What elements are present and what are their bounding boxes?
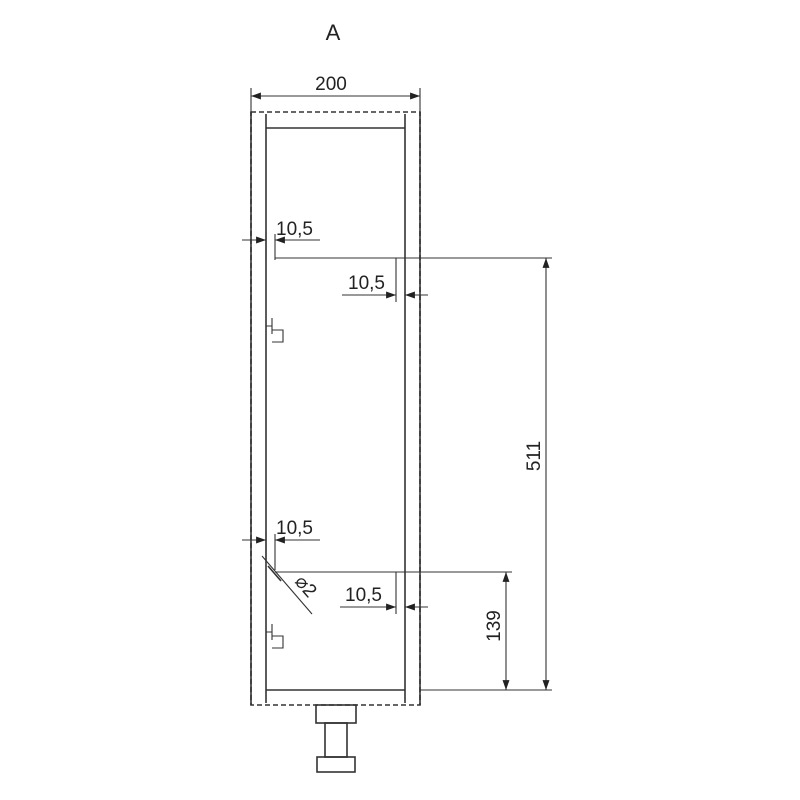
hinge-lower <box>266 624 284 649</box>
dim-text-diameter: ⌀2 <box>290 572 320 602</box>
dimension-upper-right-offset: 10,5 <box>342 258 428 302</box>
leg-base <box>316 756 356 773</box>
cabinet-body <box>250 111 421 706</box>
dimension-lower-right-offset: 10,5 <box>340 572 428 614</box>
dim-text-511: 511 <box>524 441 545 471</box>
dimension-lower-left-offset: 10,5 <box>242 518 320 570</box>
dim-text-10-5-upper-right: 10,5 <box>348 273 385 294</box>
leg-stem <box>324 722 348 758</box>
dim-text-10-5-lower-left: 10,5 <box>276 518 313 539</box>
dimension-upper-left-offset: 10,5 <box>242 219 320 260</box>
leg-mount <box>315 704 357 724</box>
leg-foot <box>315 704 357 773</box>
view-label: A <box>326 20 341 45</box>
dim-text-139: 139 <box>484 610 505 642</box>
hinge-upper <box>266 318 284 343</box>
diameter-callout: ⌀2 <box>261 555 321 615</box>
dim-text-10-5-lower-right: 10,5 <box>345 585 382 606</box>
outer-dashed-outline <box>250 111 421 706</box>
dimension-vertical-511: 511 <box>524 258 550 690</box>
dimension-vertical-139: 139 <box>484 572 510 690</box>
dimension-overall-width: 200 <box>250 74 421 112</box>
dim-text-10-5-upper-left: 10,5 <box>276 219 313 240</box>
dim-text-200: 200 <box>315 74 347 95</box>
